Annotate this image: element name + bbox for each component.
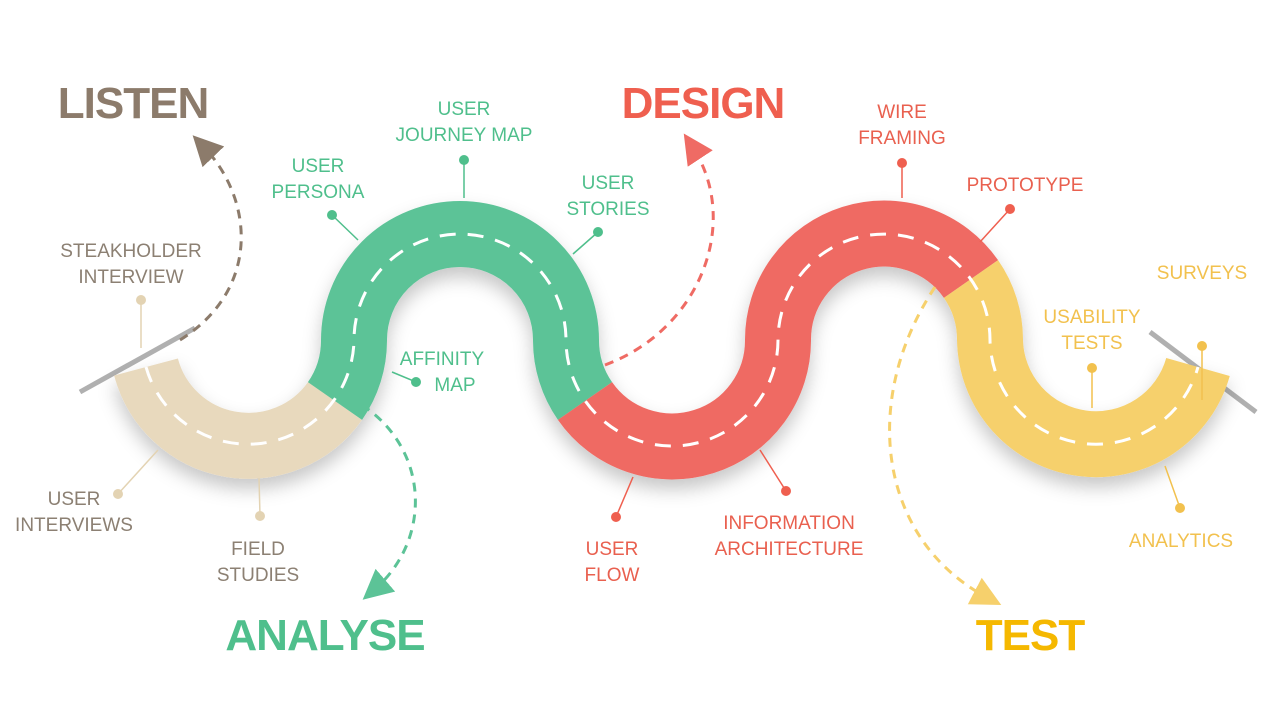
- marker-dot: [1005, 204, 1015, 214]
- marker-dot: [255, 511, 265, 521]
- phase-title-analyse: ANALYSE: [225, 611, 424, 660]
- phase-title-design: DESIGN: [622, 79, 785, 128]
- marker-dot: [593, 227, 603, 237]
- listen-arrow: [179, 135, 243, 342]
- road-segment-listen: [114, 357, 362, 479]
- marker-dot: [1175, 503, 1185, 513]
- phase-title-listen: LISTEN: [58, 79, 208, 128]
- marker-dot: [411, 377, 421, 387]
- label-surveys: SURVEYS: [1157, 263, 1247, 284]
- marker-dot: [611, 512, 621, 522]
- test-arrow: [888, 286, 1002, 606]
- analyse-arrow: [361, 403, 417, 600]
- road: [114, 200, 1230, 480]
- design-arrow: [604, 133, 715, 367]
- leaders: [113, 155, 1207, 522]
- marker-dot: [1087, 363, 1097, 373]
- marker-dot: [136, 295, 146, 305]
- marker-dot: [781, 486, 791, 496]
- marker-dot: [327, 210, 337, 220]
- phase-title-test: TEST: [976, 611, 1086, 660]
- road-segment-test: [943, 260, 1230, 478]
- road-start-edge: [78, 325, 197, 395]
- road-center-line: [144, 232, 1200, 448]
- marker-dot: [897, 158, 907, 168]
- road-segment-analyse: [307, 201, 613, 420]
- marker-dot: [459, 155, 469, 165]
- label-analytics: ANALYTICS: [1129, 531, 1233, 552]
- label-prototype: PROTOTYPE: [967, 175, 1084, 196]
- marker-dot: [113, 489, 123, 499]
- marker-dot: [1197, 341, 1207, 351]
